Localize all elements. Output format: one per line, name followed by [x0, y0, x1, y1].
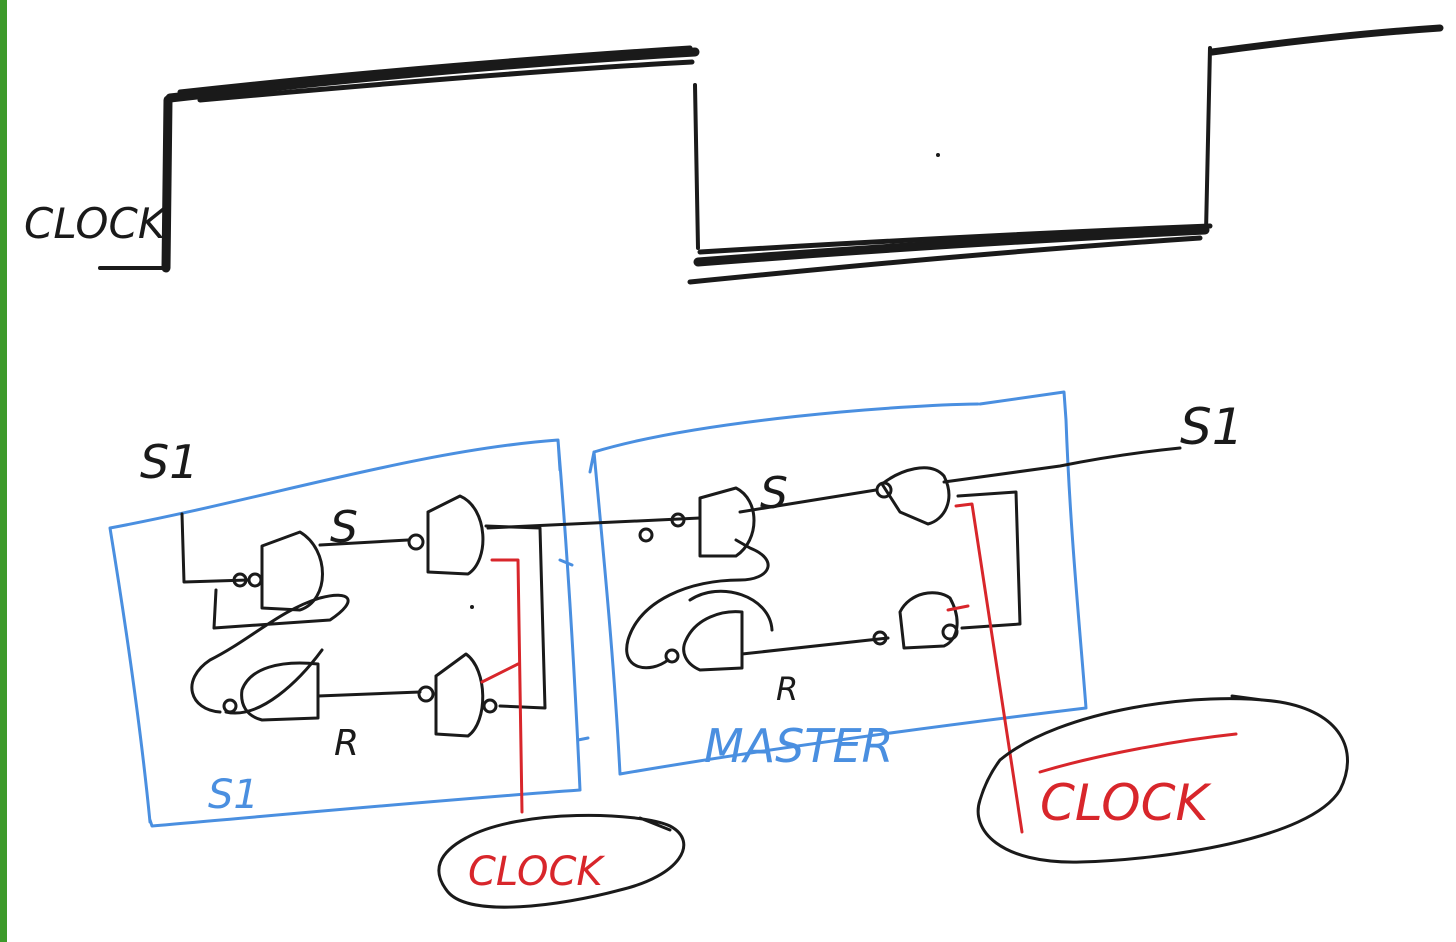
waveform-low-shading	[687, 223, 1213, 285]
master-feedback-loop	[625, 538, 770, 670]
left-edge-bar	[0, 0, 7, 942]
waveform-rising-edge	[161, 95, 173, 273]
slave-wire-r	[316, 690, 422, 698]
master-input-bubble	[638, 527, 654, 543]
slave-wire-s	[318, 538, 410, 547]
master-and-gate-r	[682, 610, 744, 672]
slave-nand-bottom-bubble-2	[482, 698, 498, 714]
master-nand-top	[880, 466, 951, 526]
clock-waveform: CLOCK	[24, 24, 1444, 285]
waveform-high-shading	[177, 45, 695, 103]
waveform-high-level	[165, 47, 700, 103]
master-wire-s	[738, 488, 878, 514]
master-and-gate-r-bubble	[664, 648, 680, 664]
slave-nand-bottom	[434, 652, 485, 738]
master-flipflop: S1 S R MASTER	[486, 390, 1244, 834]
slave-r-label: R	[334, 723, 359, 764]
master-wire-r	[740, 636, 890, 656]
slave-clock-callout: CLOCK	[437, 813, 686, 909]
slave-input-wire	[180, 512, 250, 584]
slave-clock-ellipse	[437, 813, 686, 909]
slave-clock-wire-red	[480, 558, 524, 814]
slave-nand-bottom-bubble	[417, 685, 435, 703]
waveform-low-level	[693, 225, 1210, 267]
master-nand-top-bubble	[875, 481, 893, 499]
slave-input-label: S1	[140, 435, 198, 489]
slave-and-gate-s-bubble-2	[232, 572, 248, 588]
master-clock-overline	[1038, 732, 1238, 774]
stray-dot	[936, 153, 940, 157]
master-clock-callout: CLOCK	[976, 694, 1349, 864]
slave-clock-wire-black	[484, 524, 547, 710]
slave-feedback-loop-2	[224, 648, 324, 715]
slave-and-gate-r	[240, 661, 320, 722]
master-and-gate-s	[698, 486, 756, 558]
waveform-falling-edge	[693, 83, 700, 250]
waveform-high-level-2	[1208, 24, 1444, 56]
master-input-wire	[486, 516, 702, 530]
master-s-label: S	[760, 468, 788, 519]
master-nand-bottom-bubble	[872, 630, 888, 646]
master-clock-ellipse	[976, 694, 1349, 864]
slave-dot	[470, 605, 474, 609]
slave-nand-top	[426, 494, 485, 576]
waveform-rising-edge-2	[1204, 46, 1212, 234]
master-r-label: R	[776, 670, 798, 708]
master-feedback-loop-2	[688, 589, 774, 632]
master-output-wire	[942, 446, 1182, 484]
master-clock-label: CLOCK	[1040, 774, 1212, 832]
master-input-bubble-2	[670, 512, 686, 528]
master-output-label: S1	[1180, 398, 1244, 456]
master-box-label: MASTER	[704, 719, 893, 773]
slave-box-label: S1	[208, 772, 259, 818]
master-clock-wire-red	[946, 502, 1024, 834]
slave-box-outline	[108, 438, 590, 828]
slave-feedback-loop	[190, 588, 350, 714]
clock-waveform-label: CLOCK	[24, 199, 169, 248]
master-nand-bottom-bubble-2	[941, 623, 959, 641]
slave-nand-top-bubble	[407, 533, 425, 551]
slave-and-gate-s	[260, 530, 324, 612]
slave-and-gate-s-bubble	[247, 572, 263, 588]
master-nand-bottom	[898, 591, 959, 650]
slave-flipflop: S1 S R S1	[108, 435, 590, 828]
slave-and-gate-r-bubble	[222, 698, 238, 714]
slave-clock-label: CLOCK	[468, 849, 605, 895]
master-box-outline	[588, 390, 1088, 776]
